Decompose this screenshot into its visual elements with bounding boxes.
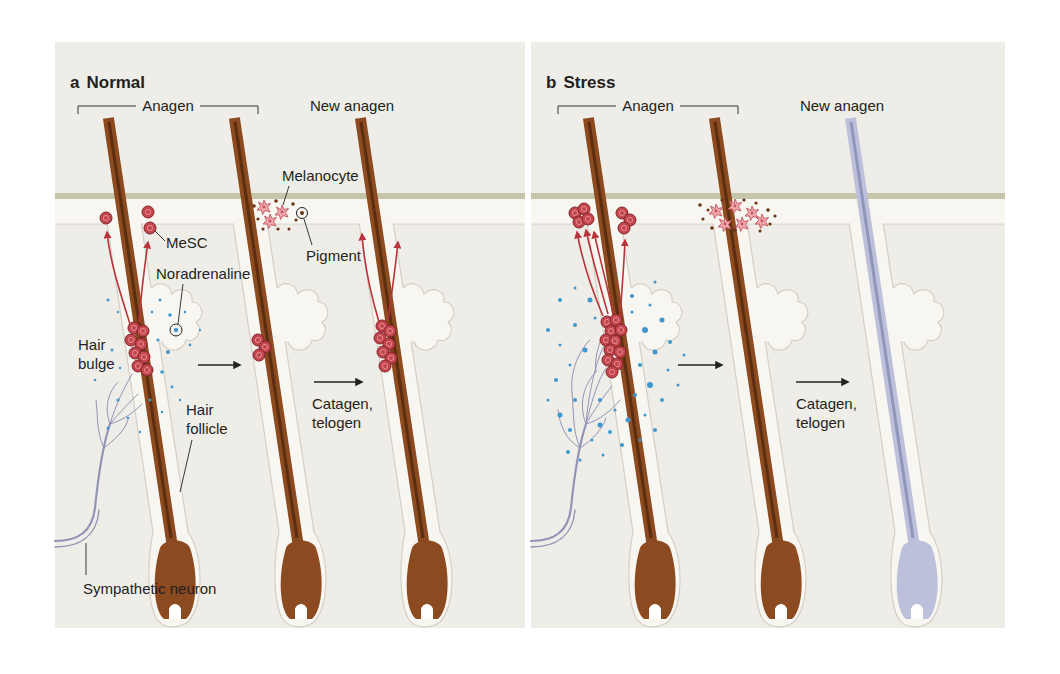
hair-shaft (234, 118, 321, 619)
melanocyte (709, 204, 723, 219)
callout-ring (170, 324, 182, 336)
melanocyte (735, 217, 749, 232)
stage-label: Catagen, telogen (312, 394, 378, 432)
sympathetic-neuron (531, 336, 620, 547)
sympathetic-neuron (55, 374, 142, 547)
leader-line (86, 186, 312, 575)
migration-arrow (107, 230, 625, 324)
stage-label: New anagen (782, 96, 902, 115)
part-label: Melanocyte (282, 166, 359, 185)
panel-heading: b Stress (546, 73, 622, 93)
part-label: Pigment (306, 246, 361, 265)
stage-label: Catagen, telogen (796, 394, 862, 432)
stage-label: New anagen (292, 96, 412, 115)
part-label: Noradrenaline (156, 264, 250, 283)
panel-letter: b (546, 73, 556, 92)
noradrenaline-dots (546, 281, 686, 462)
hair-shaft (108, 118, 195, 619)
panel-heading: a Normal (70, 73, 152, 93)
mesc-cells (569, 203, 636, 378)
melanocyte (263, 214, 277, 229)
part-label: Hair follicle (186, 400, 246, 438)
hair-shaft (360, 118, 447, 619)
melanocyte (257, 200, 271, 215)
mesc-cells (100, 206, 397, 376)
panel-title: Normal (86, 73, 145, 92)
melanocyte (755, 214, 769, 229)
melanocyte (745, 206, 759, 221)
hair-shaft (588, 118, 675, 619)
grey-hair-shaft (850, 118, 937, 619)
melanocyte (728, 199, 742, 214)
panel-letter: a (70, 73, 79, 92)
hair-shaft (714, 118, 801, 619)
stage-label: Anagen (598, 96, 698, 115)
part-label: Hair bulge (78, 335, 124, 373)
part-label: MeSC (166, 233, 208, 252)
callout-ring (297, 208, 308, 219)
panel-title: Stress (563, 73, 615, 92)
pigment-dots (252, 198, 776, 232)
melanocyte (718, 217, 732, 232)
part-label: Sympathetic neuron (83, 579, 216, 598)
transition-arrow (198, 365, 848, 382)
stage-label: Anagen (118, 96, 218, 115)
